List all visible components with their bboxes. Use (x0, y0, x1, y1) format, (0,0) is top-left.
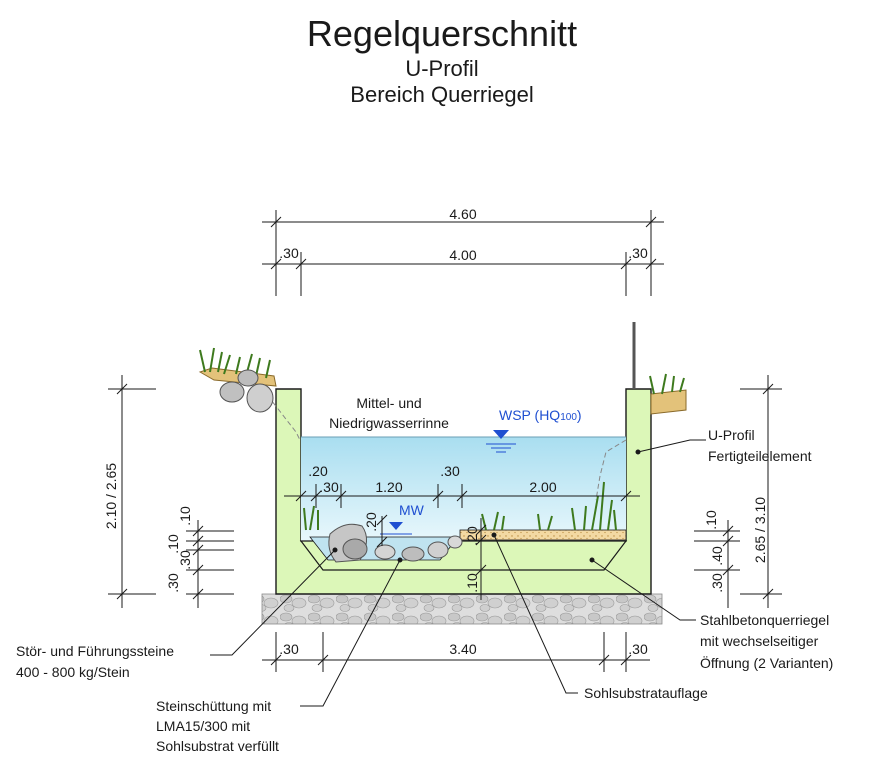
label-stein-line2: LMA15/300 mit (156, 718, 250, 734)
gravel-foundation (261, 593, 663, 625)
dim-20-left: .20 (308, 463, 328, 479)
label-mw: MW (399, 502, 425, 518)
title-block: Regelquerschnitt U-Profil Bereich Querri… (0, 12, 884, 108)
label-wsp: WSP (HQ100) (499, 407, 582, 423)
drawing-subtitle-profile: U-Profil (405, 56, 479, 81)
dim-channel-120: 1.20 (375, 479, 402, 495)
dimension-texts: 4.60 .30 4.00 .30 .30 3.40 .30 .20 .30 1… (103, 206, 768, 657)
dim-right-height: 2.65 / 3.10 (752, 497, 768, 563)
dim-total-width: 4.60 (449, 206, 476, 222)
wsp-marker (493, 430, 509, 439)
label-sohlsubstrat: Sohlsubstratauflage (584, 685, 708, 701)
annotation-texts: Mittel- und Niedrigwasserrinne WSP (HQ10… (16, 395, 833, 754)
dim-30-left: .30 (319, 479, 339, 495)
dim-left-30-mid: .30 (177, 550, 193, 570)
drawing-title: Regelquerschnitt (306, 13, 578, 54)
water-body (301, 437, 626, 541)
dim-wall-right: .30 (628, 245, 648, 261)
label-stein-line1: Steinschüttung mit (156, 698, 271, 714)
dimension-lines (108, 210, 782, 672)
terrain-dashed-line-right (595, 439, 627, 501)
label-mittel-line2: Niedrigwasserrinne (329, 415, 449, 431)
channel-vegetation (303, 481, 617, 531)
dim-bottom-wall-right: .30 (628, 641, 648, 657)
dim-left-height: 2.10 / 2.65 (103, 463, 119, 529)
dim-right-40: .40 (709, 546, 725, 566)
dim-right-30-bot: .30 (709, 573, 725, 593)
left-bank-vegetation (198, 347, 277, 413)
label-uprofil-line2: Fertigteilelement (708, 448, 812, 464)
label-stoer-line2: 400 - 800 kg/Stein (16, 664, 130, 680)
dim-20-riegel: .20 (464, 526, 480, 546)
substrate-layer (459, 529, 627, 541)
dim-channel-200: 2.00 (529, 479, 556, 495)
dim-right-10-top: .10 (703, 510, 719, 530)
dim-left-10-top: .10 (177, 506, 193, 526)
dim-left-30-bot: .30 (165, 573, 181, 593)
dim-wall-left: .30 (279, 245, 299, 261)
label-stein-line3: Sohlsubstrat verfüllt (156, 738, 279, 754)
label-mittel-line1: Mittel- und (356, 395, 421, 411)
drawing-subtitle-area: Bereich Querriegel (350, 82, 534, 107)
dim-30-mid: .30 (440, 463, 460, 479)
dim-bottom-inner: 3.40 (449, 641, 476, 657)
dim-bottom-wall-left: .30 (279, 641, 299, 657)
label-stoer-line1: Stör- und Führungssteine (16, 643, 174, 659)
dim-20-channel: .20 (363, 512, 379, 532)
label-stahl-line1: Stahlbetonquerriegel (700, 612, 829, 628)
terrain-dashed-line (267, 395, 301, 441)
dim-inner-width: 4.00 (449, 247, 476, 263)
mw-marker (389, 522, 403, 530)
dim-10-riegel: .10 (464, 573, 480, 593)
dim-left-10-mid: .10 (165, 534, 181, 554)
leader-lines (210, 439, 706, 707)
label-uprofil-line1: U-Profil (708, 427, 755, 443)
channel-stones (328, 523, 463, 563)
right-bank-vegetation (632, 322, 687, 415)
label-stahl-line2: mit wechselseitiger (700, 633, 819, 649)
label-stahl-line3: Öffnung (2 Varianten) (700, 654, 833, 671)
